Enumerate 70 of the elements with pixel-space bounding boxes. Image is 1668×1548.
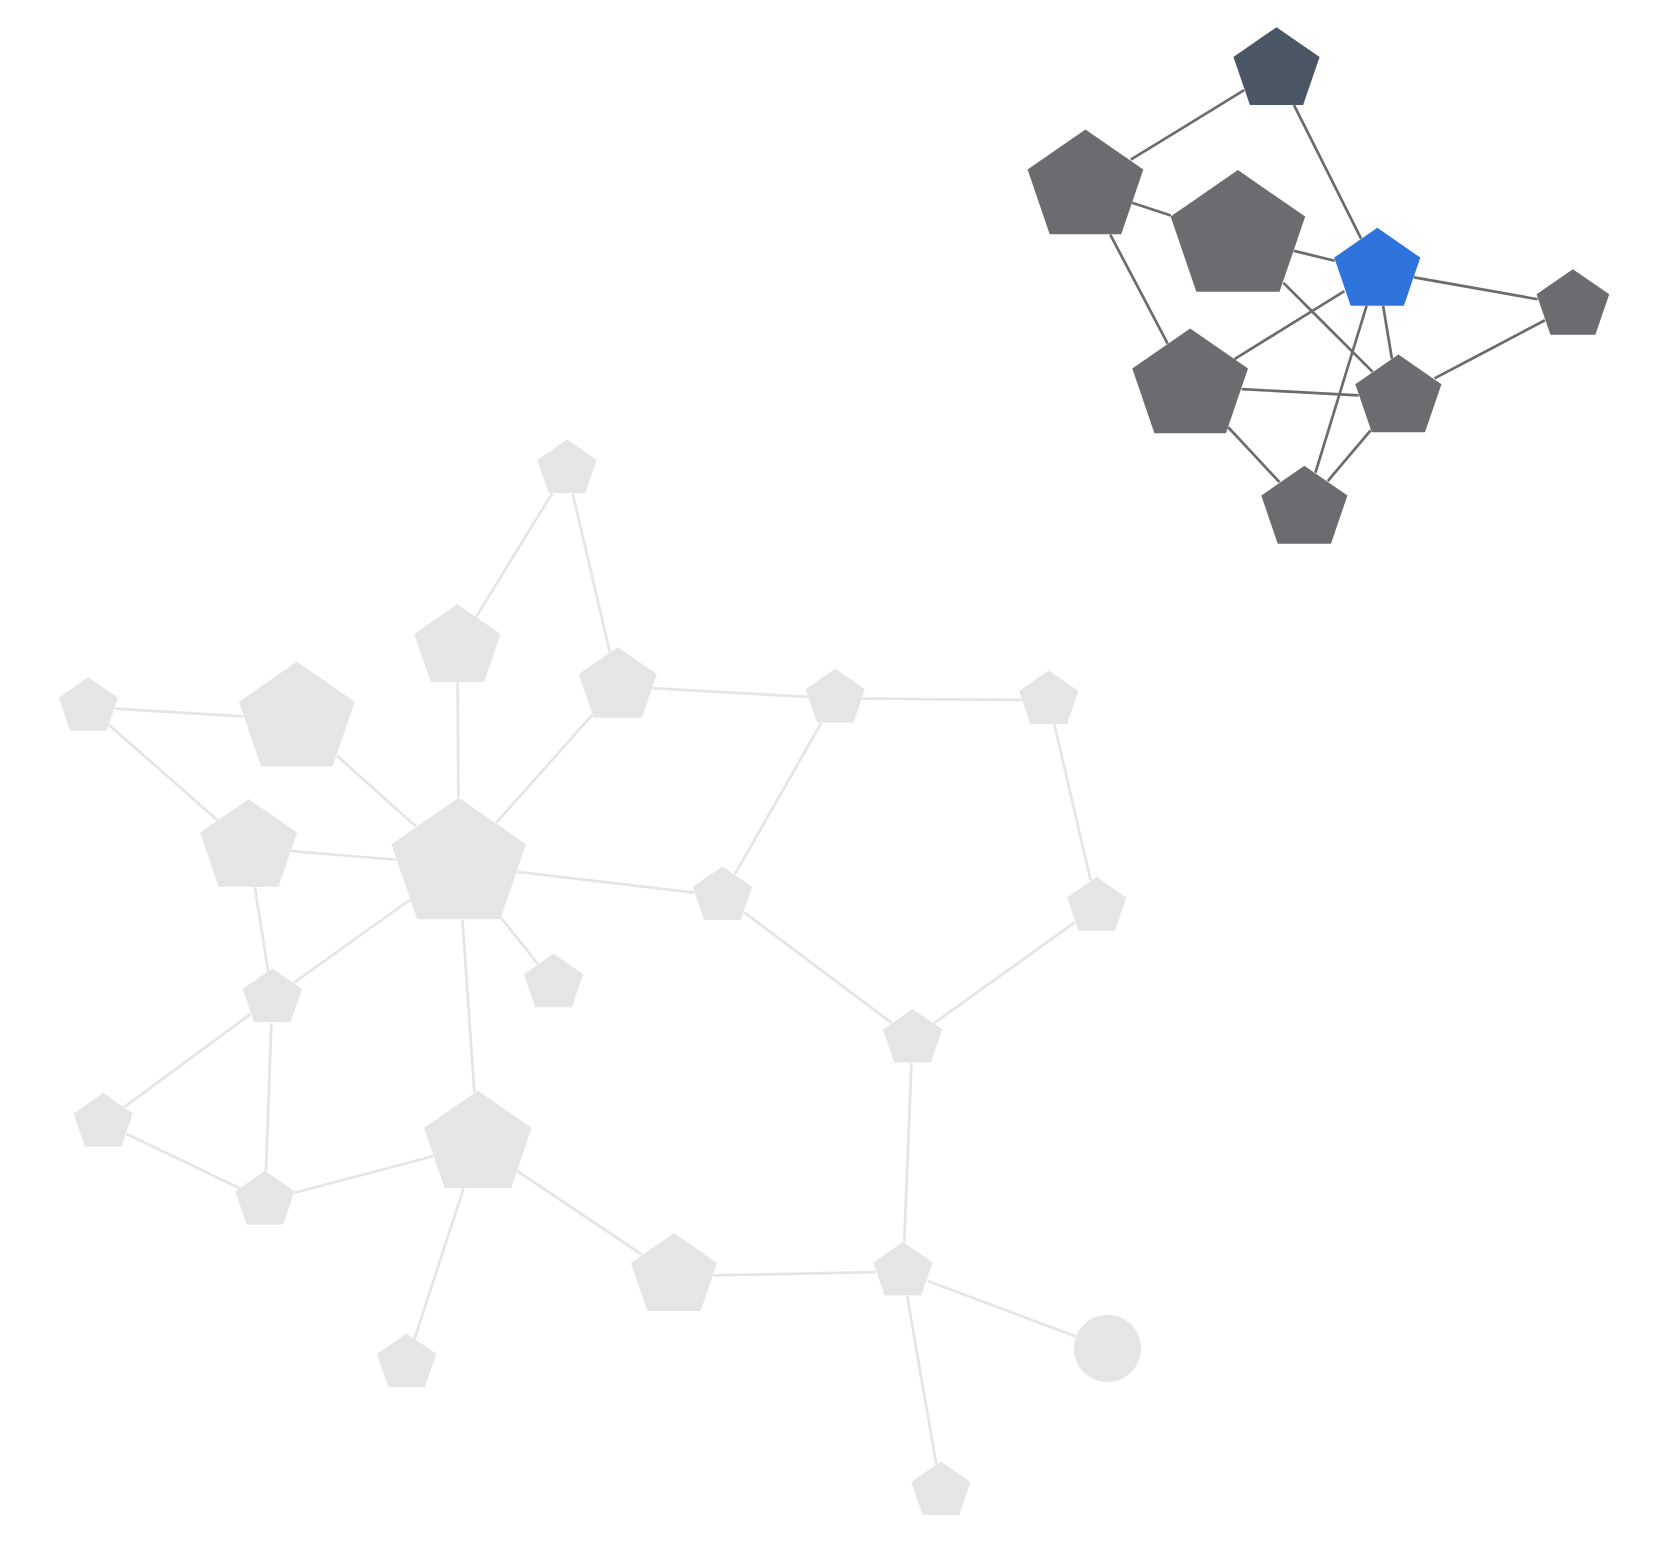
connector [292, 898, 411, 984]
connector [902, 1062, 913, 1243]
connector [652, 686, 808, 699]
connector [1131, 201, 1172, 217]
connector [517, 870, 695, 894]
node-circle [1073, 1314, 1141, 1382]
node-pentagon [1132, 328, 1248, 434]
node-pentagon [1536, 269, 1610, 335]
connector [1381, 305, 1394, 360]
connector [1052, 723, 1092, 881]
node-pentagon [391, 797, 526, 920]
connector [1433, 319, 1546, 380]
connector [1233, 290, 1346, 361]
node-pentagon [692, 866, 753, 920]
node-pentagon [1019, 670, 1079, 724]
connector [1241, 387, 1359, 397]
connector [126, 1132, 241, 1190]
node-pentagon [873, 1242, 933, 1296]
node-pentagon [523, 953, 584, 1008]
node-pentagon [200, 799, 298, 887]
node-pentagon [414, 604, 501, 683]
node-pentagon [424, 1090, 532, 1188]
connector [1293, 249, 1336, 262]
connector [905, 1295, 938, 1465]
node-pentagon [578, 647, 657, 718]
connector [516, 1169, 643, 1256]
node-pentagon [1067, 877, 1127, 931]
connector [1314, 305, 1368, 474]
connector [291, 849, 397, 862]
node-pentagon [1170, 170, 1306, 292]
connector [1326, 429, 1372, 483]
node-pentagon [1027, 129, 1144, 235]
node-pentagon [1261, 465, 1348, 544]
connector [253, 887, 270, 972]
connector [932, 921, 1076, 1025]
node-pentagon [242, 968, 302, 1023]
connector [123, 1013, 252, 1108]
connector [108, 724, 219, 821]
connector [264, 1023, 273, 1172]
connector [927, 1279, 1076, 1338]
connector [733, 722, 823, 875]
node-pentagon [238, 661, 355, 767]
connector [115, 707, 244, 718]
node-pentagon [1334, 227, 1421, 306]
connector [743, 911, 893, 1024]
node-pentagon [377, 1333, 437, 1387]
connector [1413, 276, 1538, 301]
connector [475, 492, 554, 618]
connector [413, 1188, 465, 1340]
connector [571, 493, 612, 653]
node-pentagon [1355, 354, 1442, 433]
connector [294, 1154, 434, 1194]
connector [1282, 281, 1374, 373]
node-pentagon [1233, 27, 1320, 106]
connector [1227, 426, 1281, 484]
connector [1130, 89, 1245, 161]
node-pentagon [235, 1170, 295, 1225]
connector [1292, 104, 1363, 240]
connector [1109, 234, 1169, 345]
connector [495, 713, 594, 824]
connector [461, 920, 476, 1092]
node-pentagon [630, 1233, 718, 1312]
node-pentagon [805, 668, 865, 723]
node-pentagon [537, 439, 597, 494]
connector [335, 754, 417, 828]
node-pentagon [911, 1461, 971, 1516]
connector [499, 916, 539, 965]
node-pentagon [882, 1009, 943, 1063]
node-pentagon [58, 677, 118, 731]
node-pentagon [73, 1093, 133, 1147]
